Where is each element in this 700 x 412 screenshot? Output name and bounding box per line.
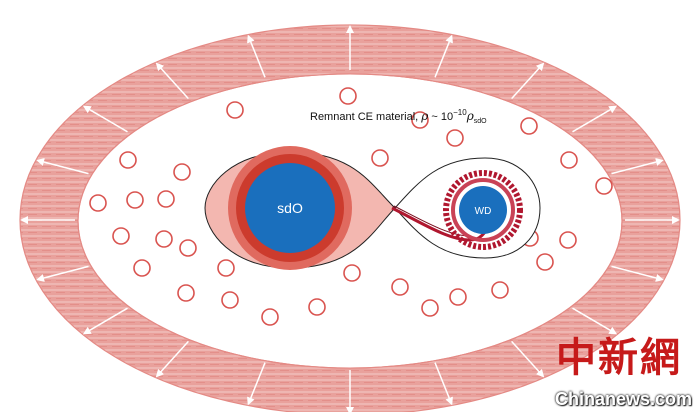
wd-star bbox=[459, 186, 507, 234]
wd-label: WD bbox=[475, 206, 492, 217]
remnant-clump bbox=[261, 308, 279, 326]
mass-transfer-stream bbox=[391, 206, 487, 242]
outflow-arrow bbox=[511, 340, 545, 378]
remnant-clump bbox=[157, 190, 175, 208]
remnant-clump bbox=[339, 87, 357, 105]
outflow-arrow bbox=[247, 34, 266, 78]
sdo-label: sdO bbox=[277, 200, 303, 216]
remnant-clump bbox=[217, 259, 235, 277]
remnant-clump bbox=[179, 239, 197, 257]
remnant-clump bbox=[391, 278, 409, 296]
watermark-logo-cn: 中新網 bbox=[556, 334, 682, 381]
remnant-clump bbox=[226, 101, 244, 119]
outflow-arrow bbox=[36, 158, 89, 175]
outflow-arrow bbox=[247, 362, 266, 406]
outflow-arrow bbox=[511, 62, 545, 100]
remnant-clump bbox=[221, 291, 239, 309]
remnant-clump bbox=[520, 117, 538, 135]
outflow-arrow bbox=[155, 62, 189, 100]
outflow-arrow bbox=[572, 105, 618, 133]
outflow-arrow bbox=[155, 340, 189, 378]
remnant-annotation: Remnant CE material, ρ ~ 10−10ρsdO bbox=[310, 108, 487, 125]
remnant-clump bbox=[308, 298, 326, 316]
remnant-clump bbox=[119, 151, 137, 169]
remnant-clump bbox=[449, 288, 467, 306]
remnant-clumps bbox=[89, 87, 613, 326]
remnant-clump bbox=[173, 163, 191, 181]
remnant-clump bbox=[491, 281, 509, 299]
remnant-clump bbox=[446, 129, 464, 147]
approx-text: ~ 10 bbox=[428, 111, 453, 123]
remnant-clump bbox=[559, 231, 577, 249]
shell-inner-edge bbox=[77, 73, 623, 369]
annotation-main: Remnant CE material, bbox=[310, 111, 421, 123]
outflow-arrow bbox=[611, 158, 664, 175]
accretion-disk-inner bbox=[451, 178, 515, 242]
outflow-arrow bbox=[572, 307, 618, 335]
watermark-site: Chinanews.com bbox=[554, 389, 692, 409]
exponent-text: −10 bbox=[453, 108, 467, 117]
remnant-clump bbox=[89, 194, 107, 212]
rho-subscript: sdO bbox=[474, 118, 487, 125]
remnant-clump bbox=[126, 191, 144, 209]
outflow-arrow bbox=[82, 307, 128, 335]
outflow-arrows bbox=[20, 25, 680, 412]
remnant-clump bbox=[595, 177, 613, 195]
sdo-core bbox=[245, 163, 335, 253]
remnant-clump bbox=[421, 299, 439, 317]
outflow-arrow bbox=[611, 265, 664, 282]
remnant-clump bbox=[560, 151, 578, 169]
remnant-clump bbox=[155, 230, 173, 248]
rho-symbol: ρ bbox=[420, 109, 428, 123]
outflow-arrow bbox=[82, 105, 128, 133]
remnant-clump bbox=[343, 264, 361, 282]
outflow-arrow bbox=[434, 34, 453, 78]
accretion-disk-outer bbox=[443, 170, 523, 250]
mass-transfer-stream-shadow bbox=[393, 205, 471, 237]
remnant-clump bbox=[536, 253, 554, 271]
outflow-arrow bbox=[36, 265, 89, 282]
outflow-arrow bbox=[434, 362, 453, 406]
remnant-clump bbox=[112, 227, 130, 245]
rho-sdo-symbol: ρ bbox=[466, 109, 474, 123]
remnant-clump bbox=[177, 284, 195, 302]
remnant-clump bbox=[371, 149, 389, 167]
remnant-clump bbox=[133, 259, 151, 277]
remnant-clump bbox=[411, 111, 429, 129]
